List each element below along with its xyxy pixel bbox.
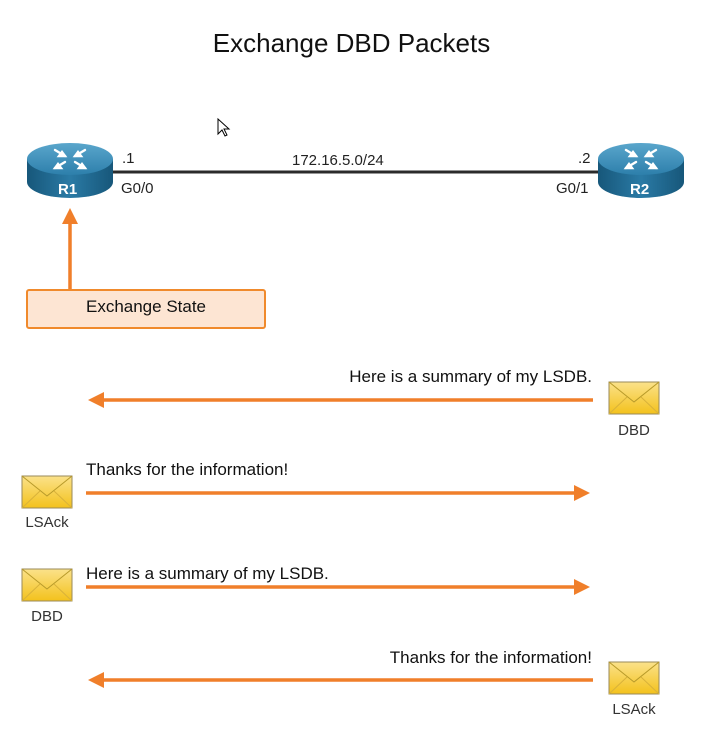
page-title: Exchange DBD Packets	[212, 28, 491, 58]
lsack-envelope-icon	[21, 475, 73, 509]
router-r2-label: R2	[630, 181, 650, 198]
state-box: Exchange State	[26, 289, 266, 329]
message-arrow-1	[88, 392, 593, 408]
message-text-3: Here is a summary of my LSDB.	[86, 564, 329, 583]
packet-label-3: DBD	[31, 608, 63, 625]
message-text-4: Thanks for the information!	[389, 648, 592, 667]
packet-label-4: LSAck	[612, 701, 656, 718]
packet-label-1: DBD	[618, 422, 650, 439]
message-text-2: Thanks for the information!	[86, 460, 289, 479]
packet-label-2: LSAck	[25, 514, 69, 531]
lsack-envelope-icon	[608, 661, 660, 695]
message-arrow-4	[88, 672, 593, 688]
network-address: 172.16.5.0/24	[292, 152, 384, 169]
r1-interface: G0/0	[121, 180, 154, 197]
message-arrow-3	[86, 579, 590, 595]
state-pointer-arrow	[62, 208, 78, 289]
message-text-1: Here is a summary of my LSDB.	[349, 367, 592, 386]
router-r1-label: R1	[58, 181, 78, 198]
message-arrow-2	[86, 485, 590, 501]
dbd-envelope-icon	[608, 381, 660, 415]
r2-interface: G0/1	[556, 180, 589, 197]
r2-host-address: .2	[578, 150, 591, 167]
r1-host-address: .1	[122, 150, 135, 167]
mouse-cursor-icon	[217, 117, 231, 137]
dbd-envelope-icon	[21, 568, 73, 602]
